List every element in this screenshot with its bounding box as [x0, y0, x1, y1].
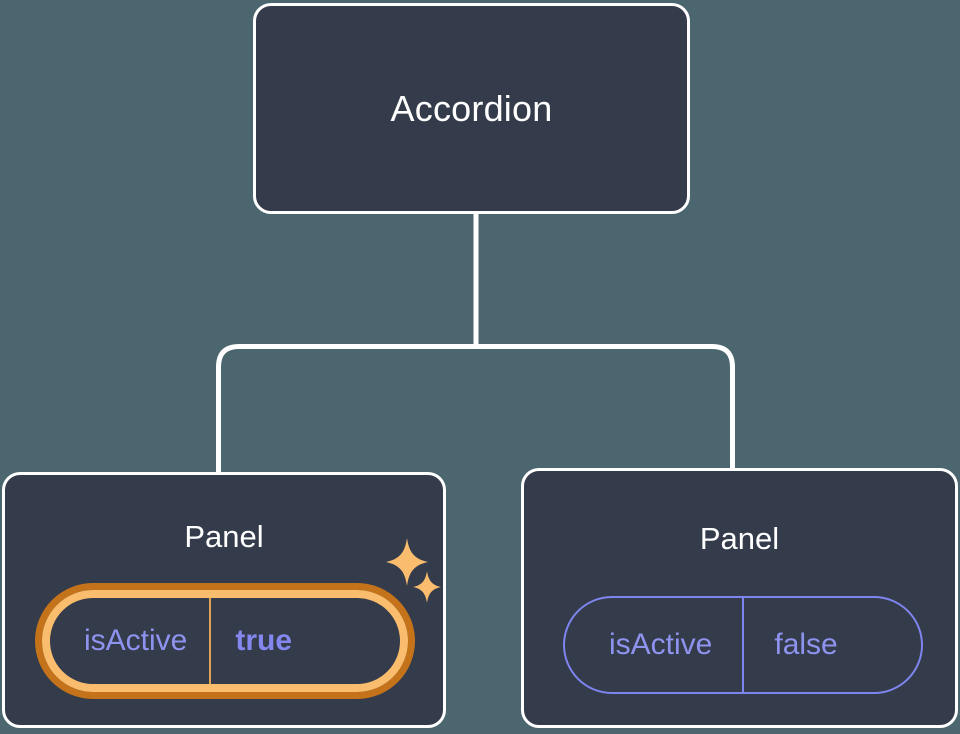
prop-pill-divider: [209, 598, 212, 684]
prop-value-true: true: [235, 624, 293, 657]
prop-key-is-active: isActive: [609, 628, 713, 661]
prop-pill-highlight-wrap: isActive true: [35, 583, 415, 699]
node-title-panel-active: Panel: [184, 519, 264, 554]
prop-pill-row: isActive true: [50, 598, 400, 684]
prop-pill-is-active-true[interactable]: isActive true: [35, 583, 415, 699]
prop-pill-divider: [742, 598, 745, 692]
node-title-panel-inactive: Panel: [699, 521, 780, 556]
prop-value-false: false: [774, 628, 838, 661]
connector-branch-bar: [216, 344, 735, 478]
node-title-accordion: Accordion: [390, 87, 553, 129]
prop-key-is-active: isActive: [84, 624, 188, 657]
prop-pill-is-active-false[interactable]: isActive false: [563, 596, 923, 694]
node-card-panel-inactive[interactable]: Panel isActive false: [521, 468, 958, 728]
node-card-panel-active[interactable]: Panel isActive true: [2, 472, 446, 728]
node-card-accordion[interactable]: Accordion: [253, 3, 690, 214]
